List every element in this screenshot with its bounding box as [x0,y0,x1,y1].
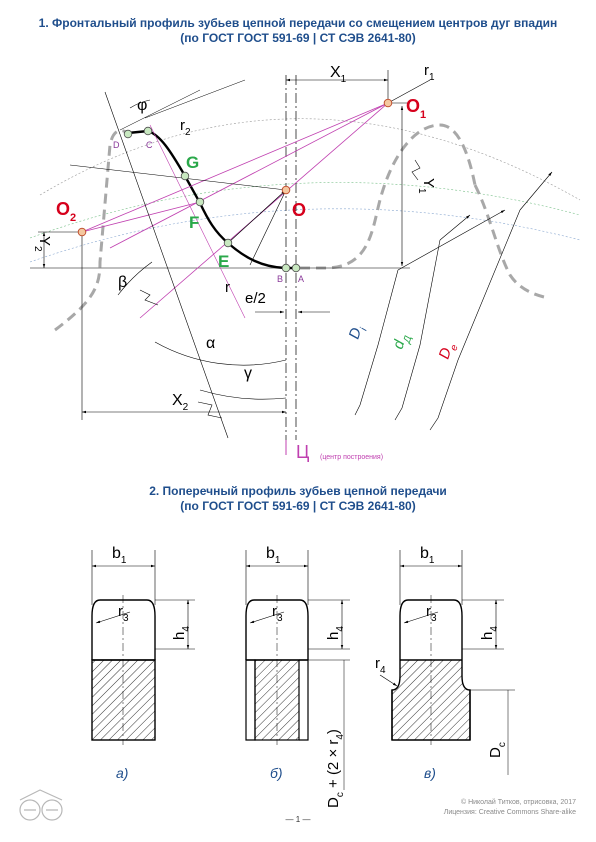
o2-label: O2 [56,199,76,224]
center-note: (центр построения) [320,454,383,461]
credit-block: © Николай Титков, отрисовка, 2017 Лиценз… [444,798,576,818]
profile-c-r3: r3 [426,603,437,624]
alpha-label: α [206,335,215,352]
profile-b-b1: b1 [266,545,281,566]
y1-label: Y1 [416,178,437,194]
profile-a-r3: r3 [118,603,129,624]
section2-title: 2. Поперечный профиль зубьев цепной пере… [0,484,596,514]
o-label: O [292,200,306,220]
point-e-label: E [218,252,229,271]
point-d-label: D [113,140,120,150]
license-credit: Лицензия: Creative Commons Share-alike [443,809,576,816]
r1-label: r1 [424,62,435,83]
y2-label: Y2 [32,236,53,252]
point-a-label: A [298,274,304,284]
profile-c-r4: r4 [375,655,386,676]
r-label: r [225,279,230,296]
x2-label: X2 [172,392,189,413]
r2-label: r2 [180,117,191,138]
point-b-label: B [277,274,283,284]
profile-a-b1: b1 [112,545,127,566]
gamma-label: γ [244,365,252,382]
profile-c: b1 r3 h4 r4 Dc в) [375,545,515,781]
profile-a-caption: а) [116,765,128,781]
e-half-label: e/2 [245,290,266,307]
profile-b-caption: б) [270,765,283,781]
dd-label: dД [390,331,415,352]
point-c-label: C [146,140,153,150]
de-label: De [436,340,461,363]
profile-c-dim: Dc [487,742,508,758]
page-number: — 1 — [285,815,311,824]
section1-title: 1. Фронтальный профиль зубьев цепной пер… [0,16,596,46]
section2-title-line1: 2. Поперечный профиль зубьев цепной пере… [149,484,447,498]
profile-b-r3: r3 [272,603,283,624]
profile-c-h4: h4 [479,626,500,640]
section1-title-line1: 1. Фронтальный профиль зубьев цепной пер… [38,16,558,30]
beta-label: β [118,274,127,291]
phi-label: φ [137,97,147,114]
profile-b-dim: Dc + (2 × r4) [325,729,346,808]
profile-a: b1 r3 h4 а) [91,545,195,781]
point-f-label: F [189,213,199,232]
profile-c-b1: b1 [420,545,435,566]
di-label: Di [346,323,370,343]
author-logo [19,789,63,821]
author-credit: © Николай Титков, отрисовка, 2017 [460,799,576,806]
section2-title-line2: (по ГОСТ ГОСТ 591-69 | СТ СЭВ 2641-80) [180,499,416,513]
o1-label: O1 [406,96,426,121]
profile-a-h4: h4 [171,626,192,640]
profile-c-caption: в) [424,765,436,781]
profile-b-h4: h4 [325,626,346,640]
x1-label: X1 [330,64,347,85]
center-label: Ц [296,442,309,462]
profile-b: b1 r3 h4 Dc + (2 × r4) б) [245,545,350,808]
point-g-label: G [186,153,199,172]
frontal-profile-diagram: φ r2 r1 X1 O1 O2 O Y1 Y2 D C G F E B A β… [29,62,581,462]
section1-title-line2: (по ГОСТ ГОСТ 591-69 | СТ СЭВ 2641-80) [180,31,416,45]
